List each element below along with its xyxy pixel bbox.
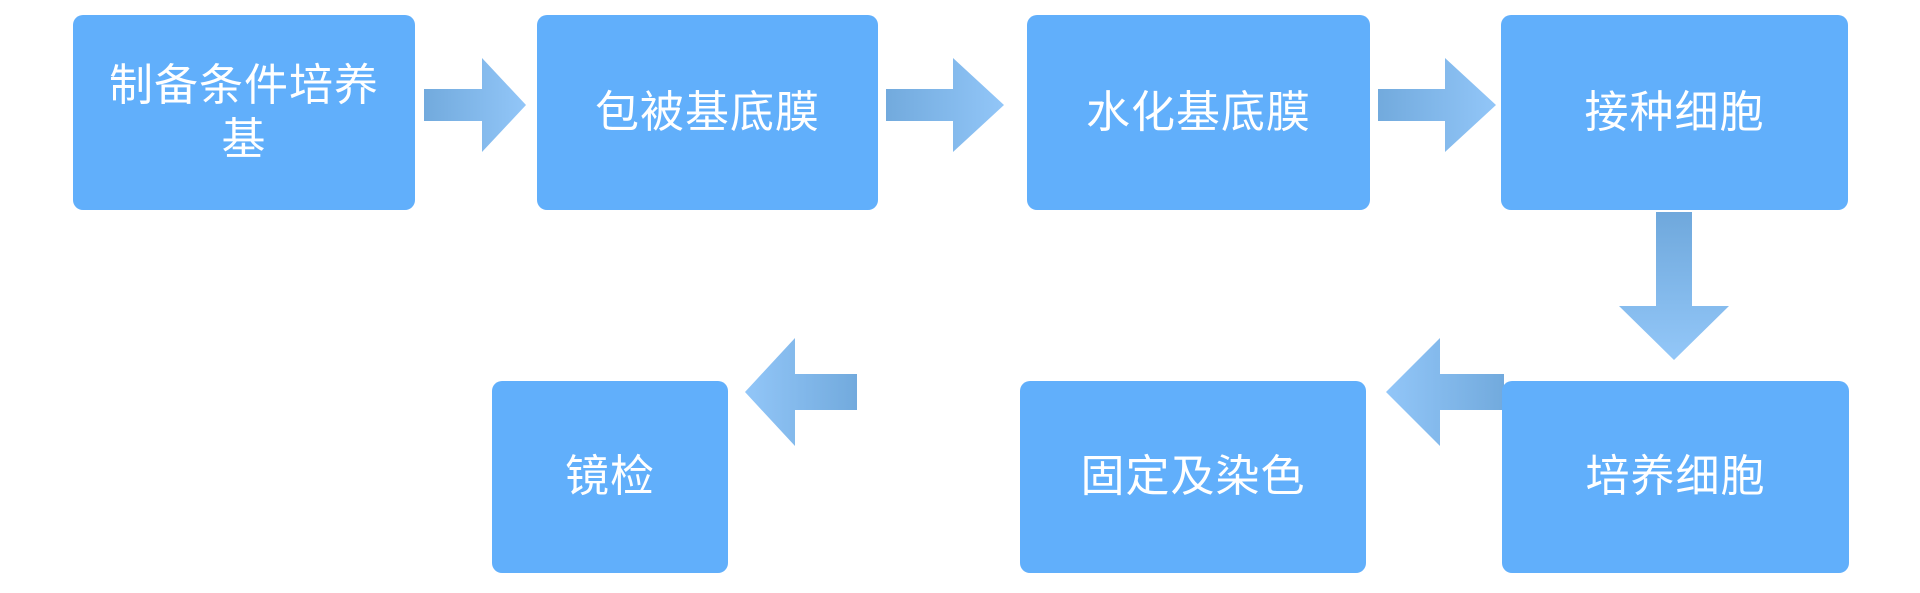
node-label: 镜检: [565, 452, 655, 502]
node-label: 接种细胞: [1584, 87, 1765, 137]
arrow-right-icon: [886, 58, 1004, 152]
node-label: 固定及染色: [1080, 452, 1306, 502]
arrow-left-2: [745, 338, 857, 446]
process-node-microscopic-examination[interactable]: 镜检: [492, 381, 728, 573]
process-node-culture-cells[interactable]: 培养细胞: [1502, 381, 1849, 573]
process-node-seed-cells[interactable]: 接种细胞: [1501, 15, 1848, 210]
process-node-hydrate-basement-membrane[interactable]: 水化基底膜: [1027, 15, 1370, 210]
arrow-right-1: [424, 58, 526, 152]
arrow-down-icon: [1619, 212, 1729, 360]
node-label: 培养细胞: [1585, 452, 1766, 502]
process-node-prepare-conditioned-medium[interactable]: 制备条件培养基: [73, 15, 415, 210]
node-label: 包被基底膜: [595, 87, 820, 137]
arrow-right-icon: [424, 58, 526, 152]
node-label: 水化基底膜: [1086, 87, 1311, 137]
arrow-right-3: [1378, 58, 1496, 152]
process-node-coat-basement-membrane[interactable]: 包被基底膜: [537, 15, 878, 210]
arrow-right-icon: [1378, 58, 1496, 152]
node-label: 制备条件培养基: [109, 60, 379, 164]
arrow-left-icon: [1386, 338, 1504, 446]
arrow-down-1: [1619, 212, 1729, 360]
arrow-left-icon: [745, 338, 857, 446]
arrow-left-1: [1386, 338, 1504, 446]
process-node-fix-and-stain[interactable]: 固定及染色: [1020, 381, 1366, 573]
arrow-right-2: [886, 58, 1004, 152]
